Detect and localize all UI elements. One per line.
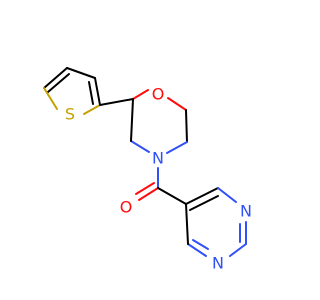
bond-morpholine-c6-c5 [185,109,188,143]
carbonyl-oxygen-label: O [120,198,133,217]
bond-pyr-c4-c5 [185,203,189,245]
bond-thiophene-c4-c3 [66,67,96,79]
molecule-diagram: S O N O N [43,67,252,273]
carbonyl-group: O [120,182,159,217]
bond-pyr-n3-c4 [187,243,207,257]
bond-morpholine-c5-n [166,141,188,154]
bond-morpholine-n-c3 [130,140,150,153]
bond-pyr-c6-n1 [217,187,237,203]
bond-carbonyl-c-o-double [135,182,155,195]
bond-thiophene-c2-s [83,104,101,115]
bond-thiophene-c5-c4 [43,67,68,89]
bond-pyr-n3-c4-double [192,239,209,250]
bond-pyr-c5-c6 [185,187,219,205]
bond-morpholine-c3-c2 [130,98,134,142]
pyrimidine-ring: N N [185,187,252,273]
bond-pyr-c2-n3 [229,243,247,257]
bond-carbonyl-c-o [138,187,159,201]
bond-thiophene-c3-c2-double [88,81,94,105]
thiophene-ring: S [43,67,101,124]
pyrimidine-n3-label: N [212,254,224,273]
ring-oxygen-label: O [152,85,165,104]
bond-morpholine-c2-o [132,89,149,100]
bond-thiophene-c3-c2 [94,77,101,106]
bond-carbonyl-pyrimidine [157,187,187,205]
bond-pyr-c5-c6-double [189,195,219,211]
structure-drawing: S O N O N [43,67,252,273]
pyrimidine-n1-label: N [240,202,252,221]
bond-thiophene-morpholine [99,98,134,106]
morpholine-ring: O N [130,85,188,168]
bond-thiophene-s-c5 [43,87,58,110]
bond-morpholine-o-c6 [167,97,187,111]
bond-thiophene-c5-c4-double [47,73,70,93]
sulfur-atom-label: S [65,105,75,124]
morpholine-nitrogen-label: N [152,149,164,168]
